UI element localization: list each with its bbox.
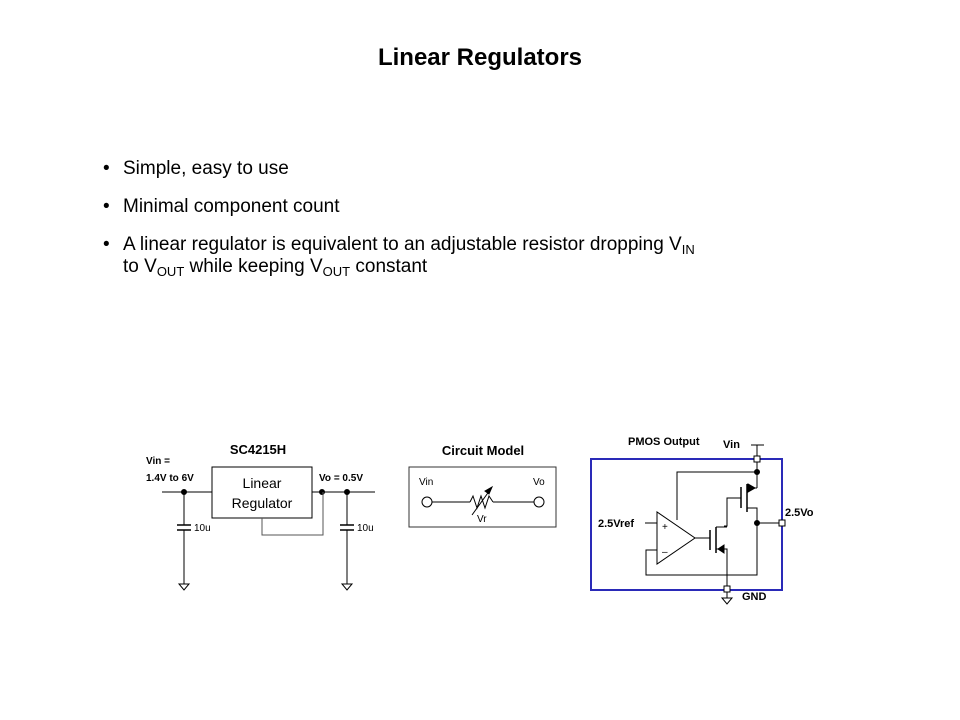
vo-label: Vo = 0.5V xyxy=(319,473,363,484)
vo-pin xyxy=(778,519,786,527)
opamp-supply-wire xyxy=(676,471,757,520)
ground-icon xyxy=(340,583,354,591)
model-vr-label: Vr xyxy=(477,514,487,525)
pmos-vin-label: Vin xyxy=(723,439,740,451)
pmos-gnd-label: GND xyxy=(742,591,767,603)
pmos-output-circuit: PMOS Output Vin 2.5Vo + – xyxy=(590,436,814,605)
application-title: SC4215H xyxy=(230,442,286,457)
bullet-text: Simple, easy to use xyxy=(123,158,289,179)
bullet-dot: • xyxy=(103,196,110,217)
subscript: OUT xyxy=(322,264,351,279)
bullet-list: • Simple, easy to use • Minimal componen… xyxy=(103,158,863,294)
vin-pin xyxy=(753,455,761,463)
circuit-model: Circuit Model Vin Vo Vr xyxy=(408,443,557,528)
subscript: IN xyxy=(681,242,695,257)
feedback-wire xyxy=(261,492,324,536)
pmos-arrow xyxy=(747,483,757,493)
pmos-title: PMOS Output xyxy=(628,436,700,448)
bullet-text-part: while keeping V xyxy=(184,256,323,277)
regulator-block xyxy=(211,466,313,519)
bullet-text: A linear regulator is equivalent to an a… xyxy=(123,234,695,279)
ground-icon xyxy=(177,583,191,591)
bullet-text: Minimal component count xyxy=(123,196,340,217)
gnd-pin xyxy=(723,585,731,593)
opamp-plus: + xyxy=(662,522,668,533)
ground-icon xyxy=(720,597,734,605)
bullet-dot: • xyxy=(103,234,110,255)
resistor-arrow-head xyxy=(484,485,494,495)
slide-title: Linear Regulators xyxy=(377,44,583,71)
pmos-gate-wire xyxy=(724,497,741,527)
model-vin-label: Vin xyxy=(419,477,433,488)
vin-range-label: 1.4V to 6V xyxy=(146,473,194,484)
feedback-wire xyxy=(645,523,758,576)
feedback-node xyxy=(319,489,325,495)
bullet-dot: • xyxy=(103,158,110,179)
pmos-drain xyxy=(747,507,758,523)
bullet-item: • Minimal component count xyxy=(103,196,863,218)
bullet-text-part: to V xyxy=(123,256,157,277)
nmos-arrow xyxy=(717,544,725,554)
variable-resistor-icon xyxy=(469,494,494,510)
opamp-minus: – xyxy=(662,547,668,558)
resistor-arrow-line xyxy=(471,489,491,516)
model-title: Circuit Model xyxy=(442,443,524,458)
model-vo-terminal xyxy=(533,496,545,508)
model-vo-label: Vo xyxy=(533,477,545,488)
regulator-label-line1: Linear xyxy=(243,475,282,491)
nmos-source-wire xyxy=(716,548,728,588)
bullet-text-part: A linear regulator is equivalent to an a… xyxy=(123,234,682,255)
application-circuit: SC4215H Vin = 1.4V to 6V Vo = 0.5V Linea… xyxy=(146,442,375,591)
bullet-item: • Simple, easy to use xyxy=(103,158,863,180)
pmos-vo-label: 2.5Vo xyxy=(785,507,814,519)
regulator-label-line2: Regulator xyxy=(232,495,293,511)
cin-value: 10u xyxy=(194,523,211,534)
opamp-icon xyxy=(656,511,696,565)
pmos-vref-label: 2.5Vref xyxy=(598,518,634,530)
cout-value: 10u xyxy=(357,523,374,534)
vin-label: Vin = xyxy=(146,456,170,467)
model-vin-terminal xyxy=(421,496,433,508)
bullet-text-part: constant xyxy=(350,256,428,277)
model-box xyxy=(408,466,557,528)
subscript: OUT xyxy=(156,264,185,279)
bullet-item: • A linear regulator is equivalent to an… xyxy=(103,234,863,278)
